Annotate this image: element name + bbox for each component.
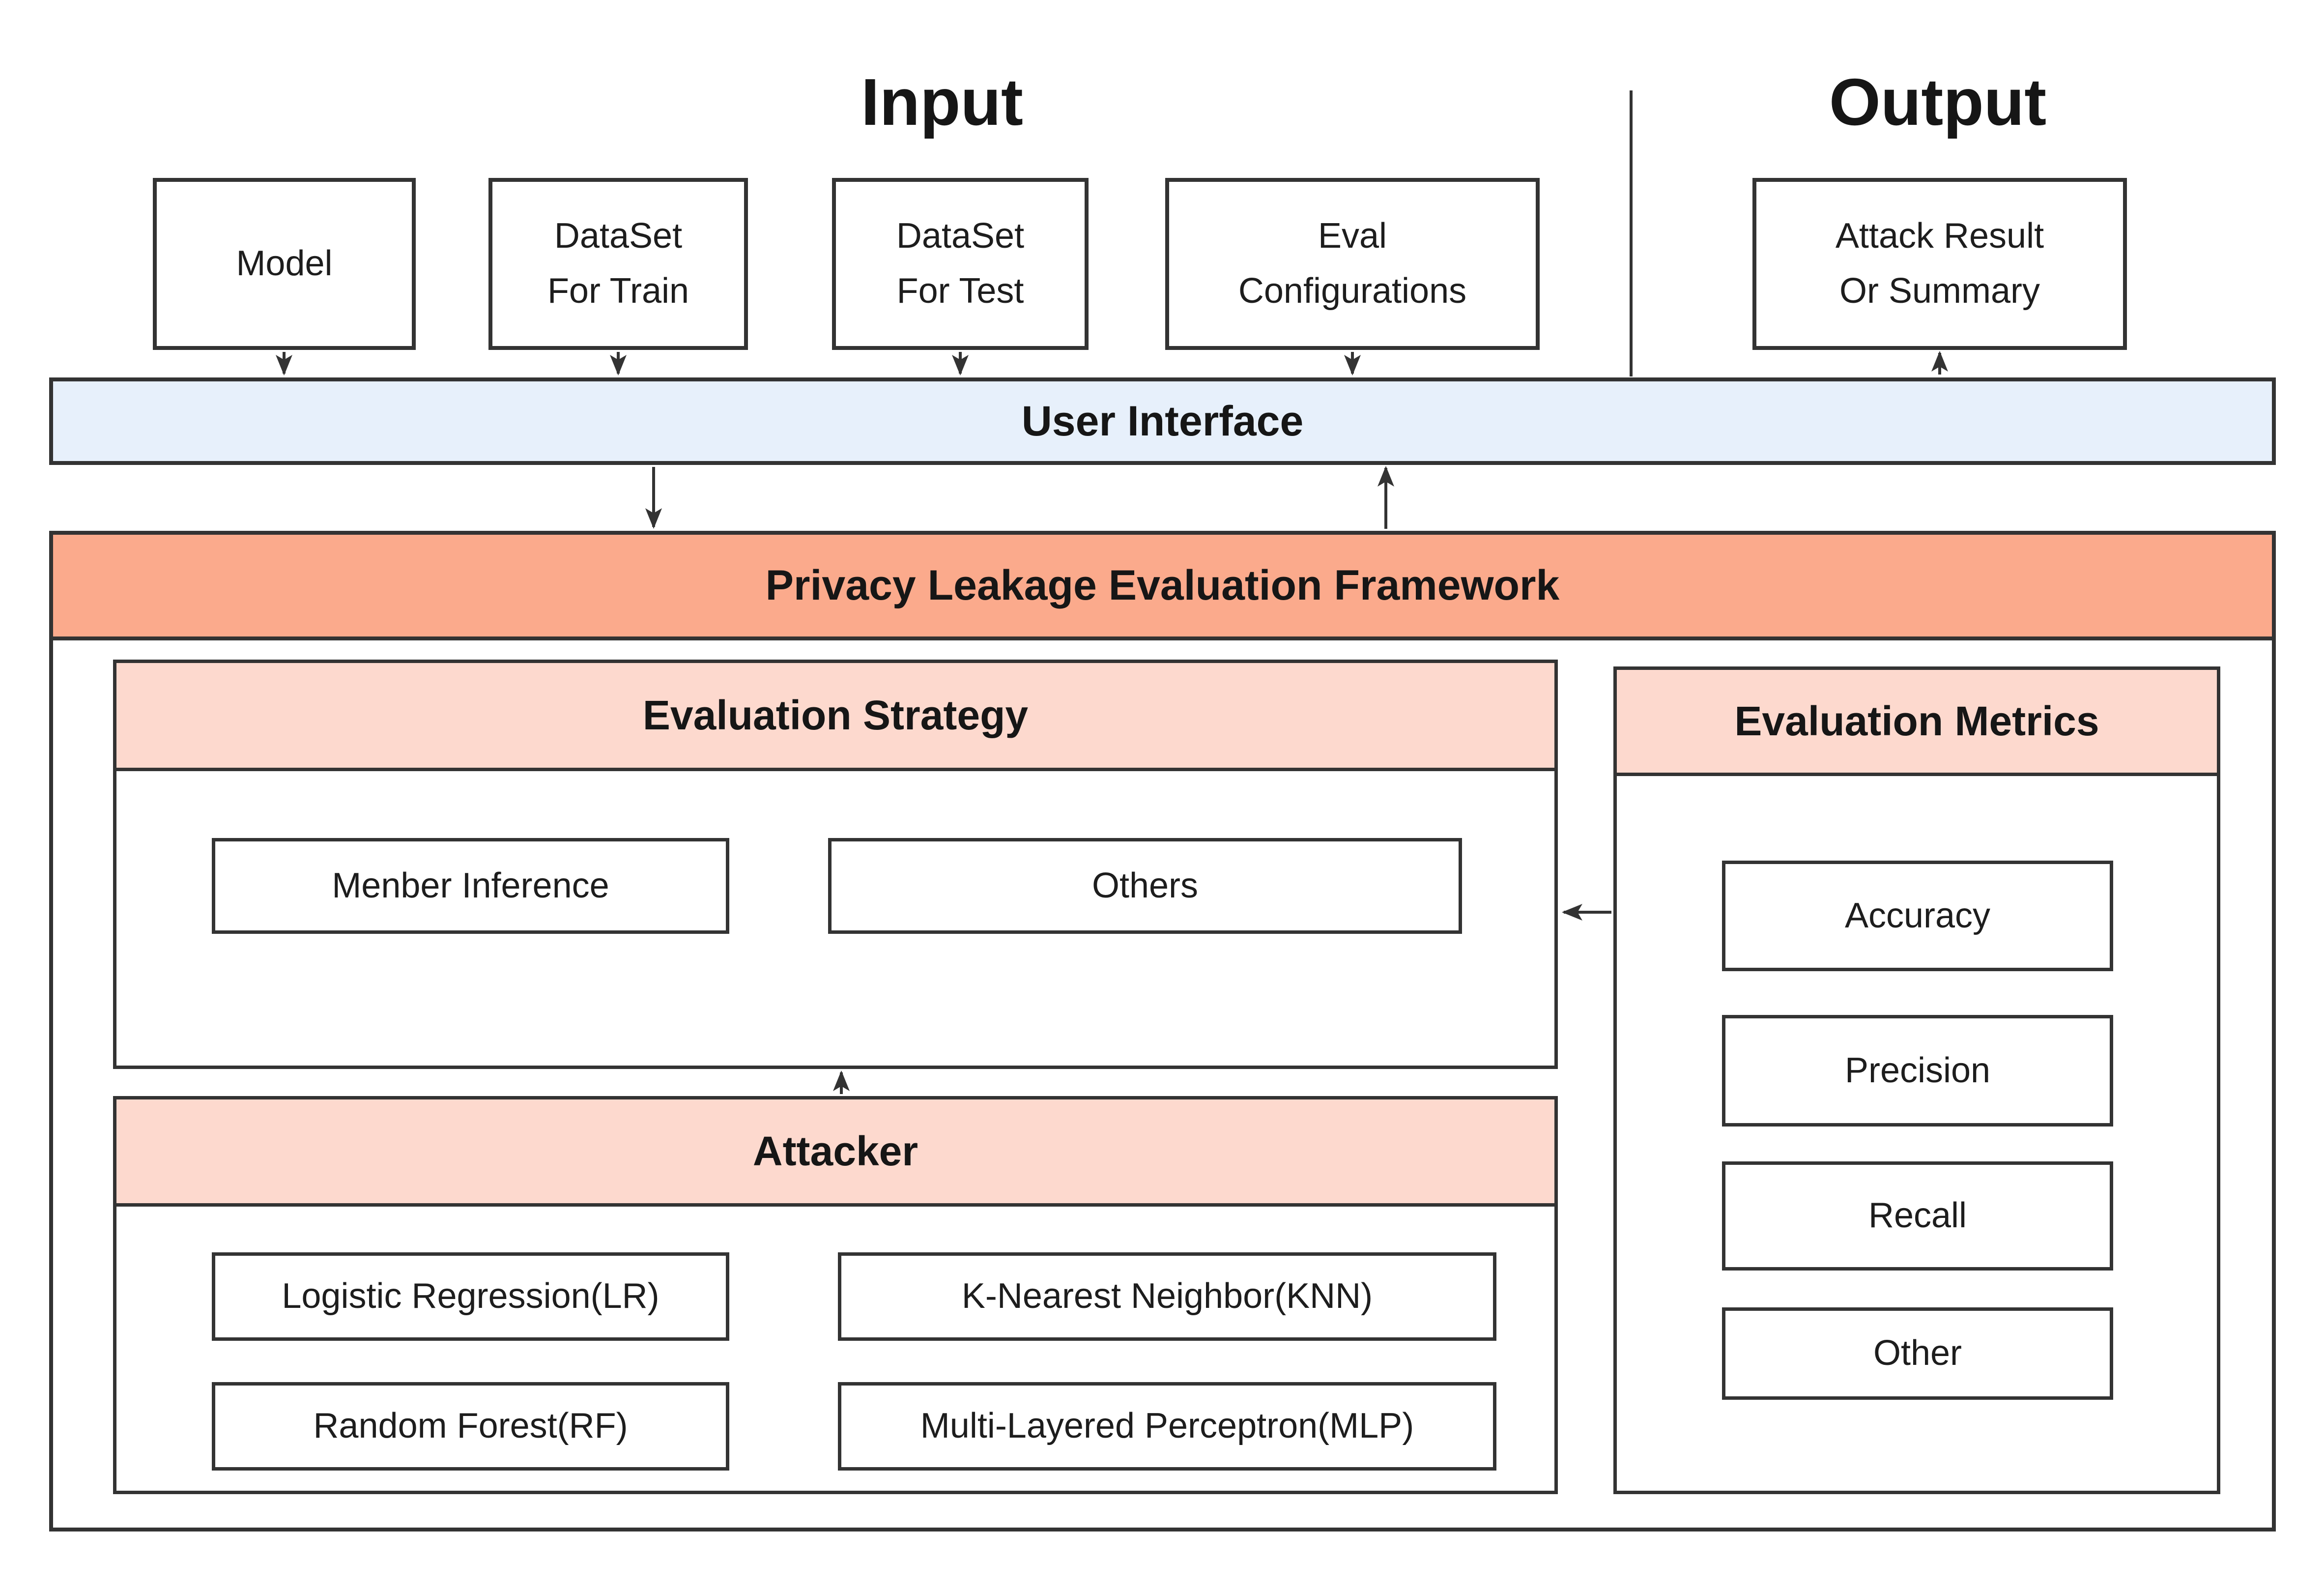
eval-config-line1: Eval	[1318, 216, 1387, 256]
eval-config-line2: Configurations	[1238, 271, 1467, 311]
input-heading: Input	[861, 65, 1023, 139]
mlp-label: Multi-Layered Perceptron(MLP)	[920, 1406, 1414, 1446]
member-inference-label: Menber Inference	[332, 866, 609, 905]
dataset-train-line2: For Train	[547, 271, 689, 311]
model-box: Model	[153, 178, 416, 350]
recall-box: Recall	[1722, 1161, 2113, 1271]
evaluation-strategy-header: Evaluation Strategy	[116, 663, 1554, 771]
random-forest-label: Random Forest(RF)	[313, 1406, 628, 1446]
evaluation-metrics-section: Evaluation Metrics Accuracy Precision Re…	[1613, 666, 2220, 1494]
model-box-label: Model	[236, 244, 333, 284]
evaluation-strategy-title: Evaluation Strategy	[642, 692, 1029, 738]
member-inference-box: Menber Inference	[212, 838, 729, 934]
knn-label: K-Nearest Neighbor(KNN)	[961, 1276, 1373, 1316]
framework-title: Privacy Leakage Evaluation Framework	[765, 562, 1560, 609]
dataset-test-line1: DataSet	[896, 216, 1025, 256]
evaluation-strategy-section: Evaluation Strategy Menber Inference Oth…	[113, 660, 1558, 1069]
attacker-header: Attacker	[116, 1099, 1554, 1207]
attacker-section: Attacker Logistic Regression(LR) K-Neare…	[113, 1096, 1558, 1494]
other-metric-box: Other	[1722, 1307, 2113, 1400]
other-metric-label: Other	[1873, 1333, 1962, 1373]
output-heading: Output	[1829, 65, 2047, 139]
precision-box: Precision	[1722, 1015, 2113, 1127]
knn-box: K-Nearest Neighbor(KNN)	[838, 1252, 1496, 1341]
others-label: Others	[1091, 866, 1199, 905]
dataset-train-line1: DataSet	[554, 216, 683, 256]
attack-result-line1: Attack Result	[1835, 216, 2044, 256]
user-interface-title: User Interface	[1021, 397, 1304, 445]
accuracy-box: Accuracy	[1722, 861, 2113, 971]
framework-container: Privacy Leakage Evaluation Framework Eva…	[49, 531, 2276, 1531]
precision-label: Precision	[1844, 1050, 1991, 1090]
eval-config-box: Eval Configurations	[1165, 178, 1540, 350]
accuracy-label: Accuracy	[1844, 896, 1991, 935]
logistic-regression-box: Logistic Regression(LR)	[212, 1252, 729, 1341]
logistic-regression-label: Logistic Regression(LR)	[282, 1276, 660, 1316]
attack-result-line2: Or Summary	[1839, 271, 2040, 311]
mlp-box: Multi-Layered Perceptron(MLP)	[838, 1382, 1496, 1471]
others-box: Others	[828, 838, 1462, 934]
recall-label: Recall	[1868, 1196, 1967, 1236]
dataset-test-box: DataSet For Test	[832, 178, 1089, 350]
random-forest-box: Random Forest(RF)	[212, 1382, 729, 1471]
user-interface-bar: User Interface	[49, 377, 2276, 465]
dataset-train-box: DataSet For Train	[488, 178, 748, 350]
dataset-test-line2: For Test	[896, 271, 1024, 311]
evaluation-metrics-header: Evaluation Metrics	[1617, 670, 2217, 776]
framework-title-bar: Privacy Leakage Evaluation Framework	[53, 535, 2272, 640]
attack-result-box: Attack Result Or Summary	[1752, 178, 2127, 350]
evaluation-metrics-title: Evaluation Metrics	[1734, 698, 2099, 744]
attacker-title: Attacker	[752, 1128, 918, 1174]
